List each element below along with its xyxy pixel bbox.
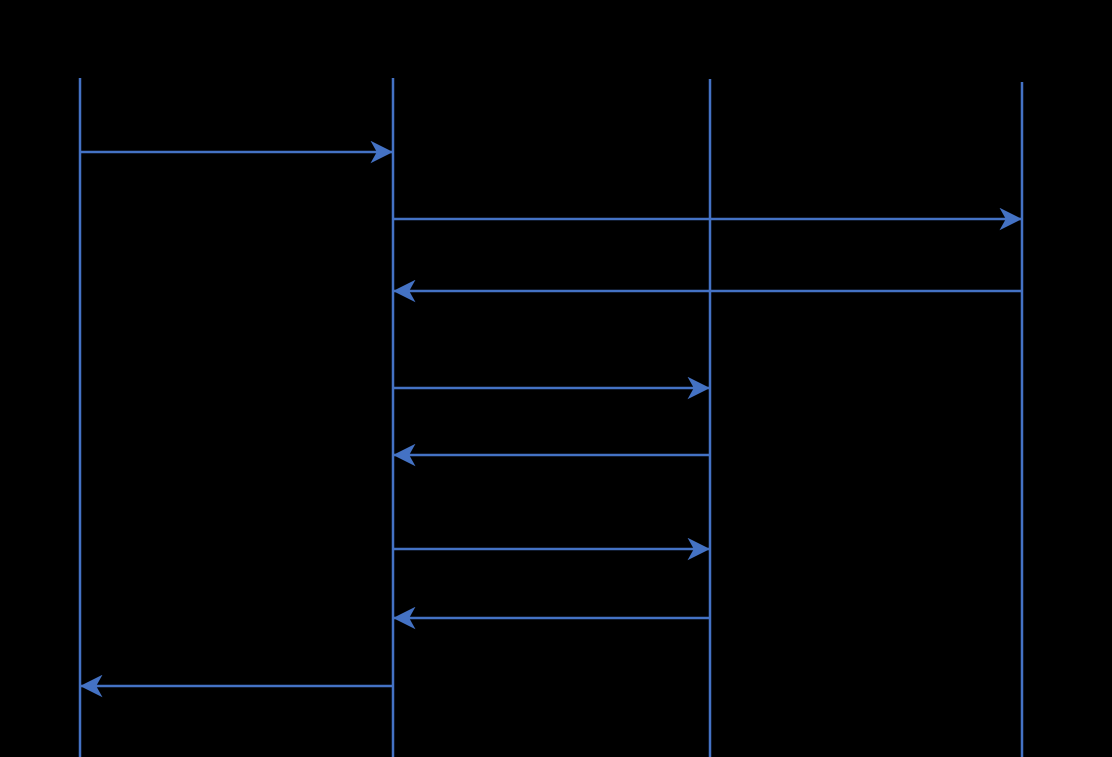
messages-group: [80, 140, 1022, 698]
lifelines-group: [78, 78, 1024, 757]
